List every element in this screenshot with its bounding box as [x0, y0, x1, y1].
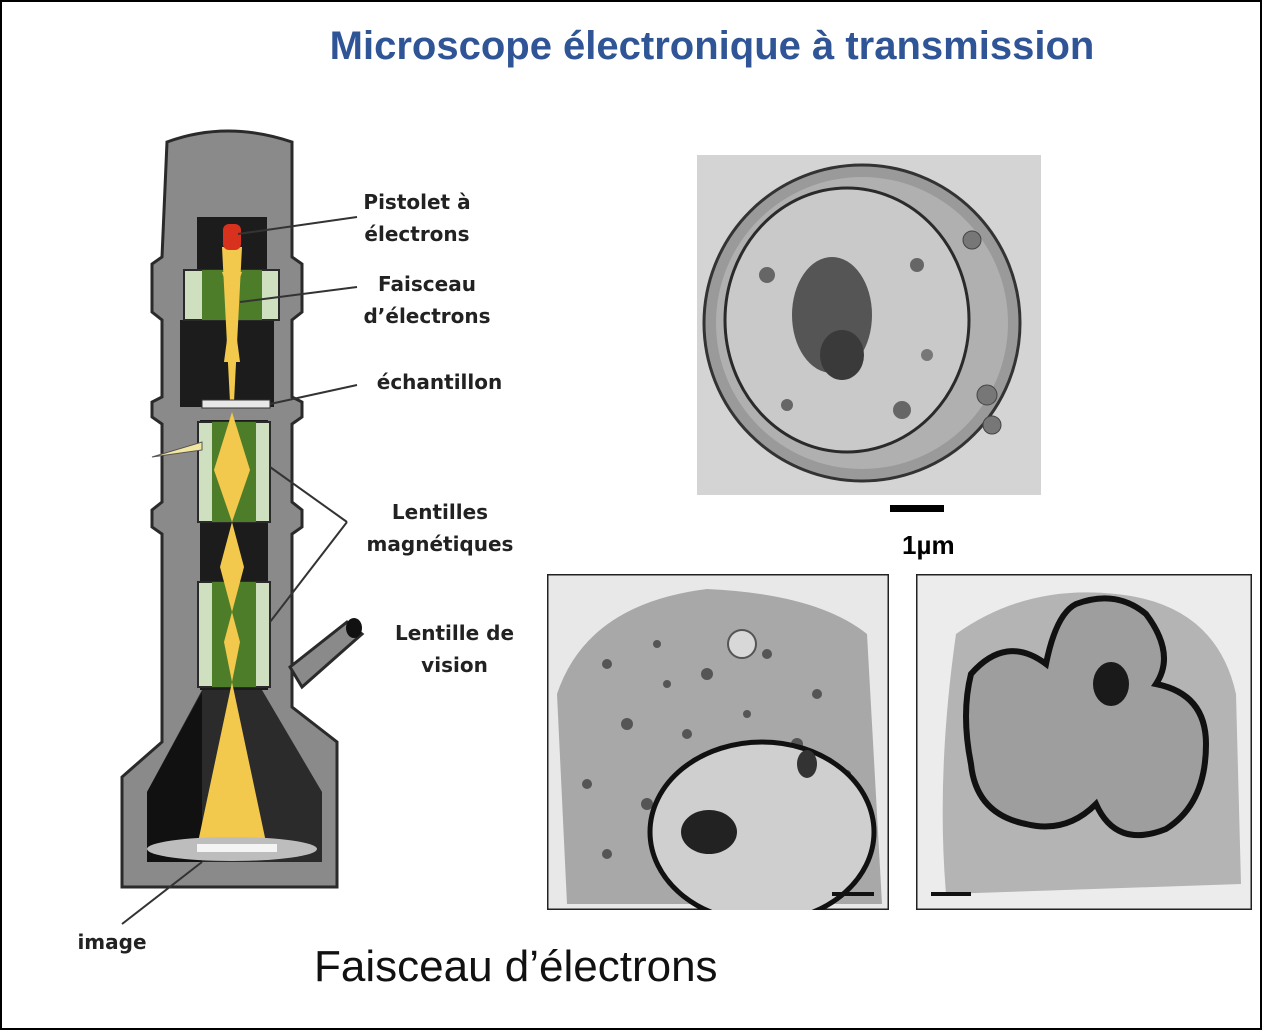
slide-title: Microscope électronique à transmission: [329, 24, 1095, 68]
label-sample: échantillon: [376, 370, 503, 394]
label-image: image: [77, 930, 147, 954]
scale-bar: [890, 505, 944, 512]
scale-label: 1µm: [902, 530, 955, 560]
tube-opening: [346, 618, 362, 638]
micrograph-lobed-nucleus-cell: [916, 574, 1252, 910]
sample: [201, 399, 271, 409]
lobed-nucleus: [963, 595, 1210, 839]
electron-gun: [223, 224, 241, 250]
slide-caption: Faisceau d’électrons: [314, 942, 718, 991]
micrograph-vesicular-cell: [547, 574, 889, 910]
leader-lines: [121, 216, 358, 925]
side-tube: [288, 620, 365, 690]
side-beam-arrow: [151, 441, 203, 458]
micrograph-round-cell: [697, 155, 1041, 495]
tem-diagram: [120, 129, 365, 925]
